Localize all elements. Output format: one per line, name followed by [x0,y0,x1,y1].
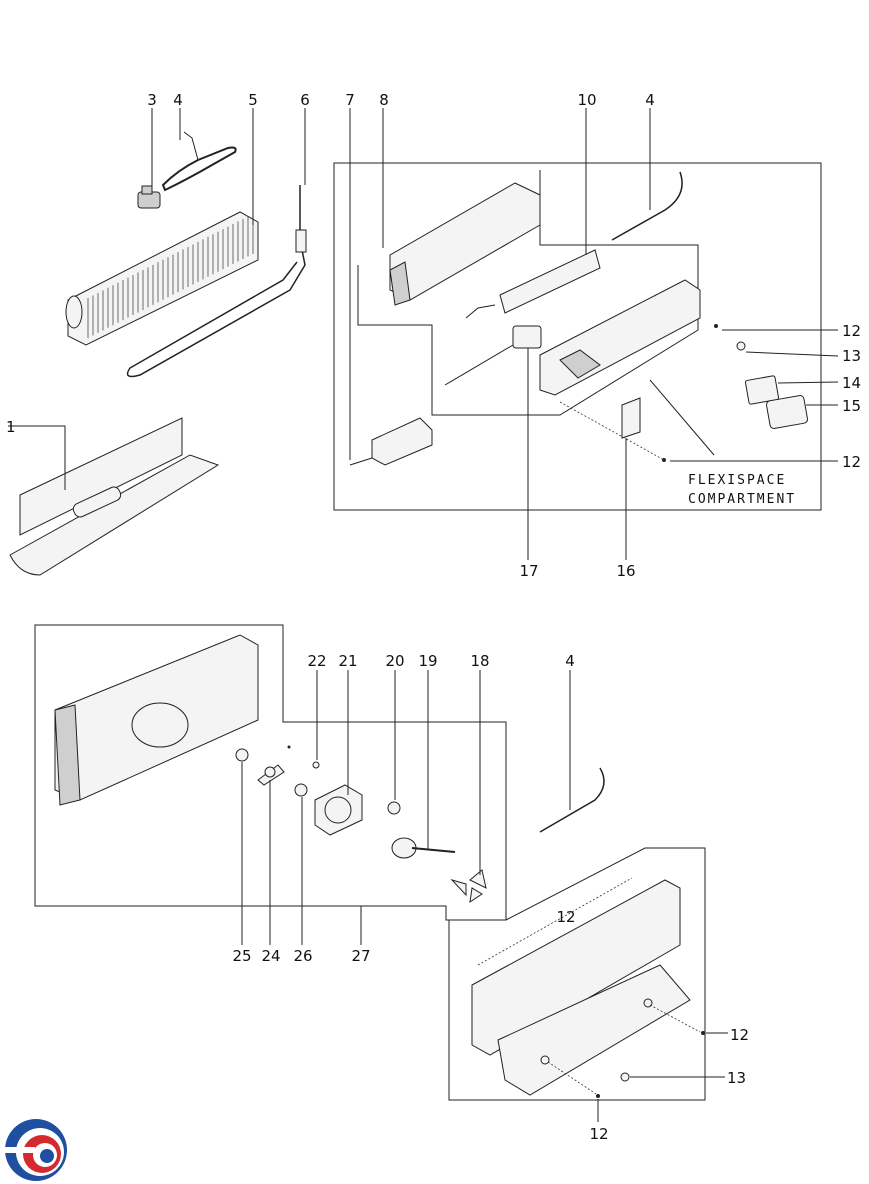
part-4-harness-top-left [161,131,237,192]
callout-4: 4 [565,652,575,670]
part-13-cap-bottom [620,1072,630,1082]
leader-1 [8,425,66,490]
callout-12: 12 [842,322,861,340]
callout-12: 12 [842,453,861,471]
callout-25: 25 [232,947,251,965]
callout-10: 10 [577,91,596,109]
leader-13a [745,351,839,357]
part-4-harness-top-right [611,171,683,241]
part-5-evaporator [65,211,259,346]
flexispace-label-line1: FLEXISPACE [688,473,786,488]
callout-22: 22 [307,652,326,670]
callout-4: 4 [645,91,655,109]
freezer-duct-housing [54,634,259,806]
part-1-drain-cover [9,417,220,576]
screw-12a [714,324,718,328]
dash-12c [649,1004,701,1033]
part-4-harness-bottom [539,767,605,833]
callout-8: 8 [379,91,389,109]
callout-4: 4 [173,91,183,109]
leader-12b-diag [649,379,715,456]
callout-27: 27 [351,947,370,965]
screw-12c [701,1031,705,1035]
part-26-bushing [294,783,308,797]
part-19-motor [391,837,456,859]
flexispace-label-line2: COMPARTMENT [688,492,796,507]
screw-12b [662,458,666,462]
part-8-duct-upper [389,182,541,306]
part-25-nut [235,748,249,762]
callout-19: 19 [418,652,437,670]
callout-14: 14 [842,374,861,392]
dash-12d [547,1061,597,1095]
callout-6: 6 [300,91,310,109]
callout-5: 5 [248,91,258,109]
cover-box [448,847,706,1101]
part-20-nut [387,801,401,815]
callout-26: 26 [293,947,312,965]
callout-21: 21 [338,652,357,670]
brand-logo-icon [5,1119,67,1181]
callout-1: 1 [6,418,16,436]
part-21-shroud [314,784,363,836]
part-16-cover [621,397,641,439]
callout-24: 24 [261,947,280,965]
part-17-fan-motor [444,304,542,386]
callout-16: 16 [616,562,635,580]
callout-12: 12 [730,1026,749,1044]
callout-20: 20 [385,652,404,670]
flexispace-box [333,162,822,511]
leader-14 [777,381,839,384]
part-13-cap [736,341,746,351]
callout-7: 7 [345,91,355,109]
screw-small [287,745,291,749]
callout-12: 12 [556,908,575,926]
screw-12d [596,1094,600,1098]
callout-18: 18 [470,652,489,670]
callout-17: 17 [519,562,538,580]
part-18-fan-blade [450,869,487,904]
part-14-15-caps [744,375,809,429]
callout-15: 15 [842,397,861,415]
callout-13: 13 [842,347,861,365]
inner-group-outline [357,170,699,416]
callout-12: 12 [589,1125,608,1143]
part-10-gasket [499,249,601,314]
part-22-ring [312,761,320,769]
callout-13: 13 [727,1069,746,1087]
cover-panel [471,879,691,1096]
part-7-damper [349,417,433,466]
part-3-sensor [137,185,161,209]
part-6-heater-tube [126,185,307,378]
part-24-bracket [257,764,285,786]
dim-line [477,877,633,966]
flexispace-main-housing [539,279,701,396]
callout-3: 3 [147,91,157,109]
dashed-screw-path [559,401,665,461]
